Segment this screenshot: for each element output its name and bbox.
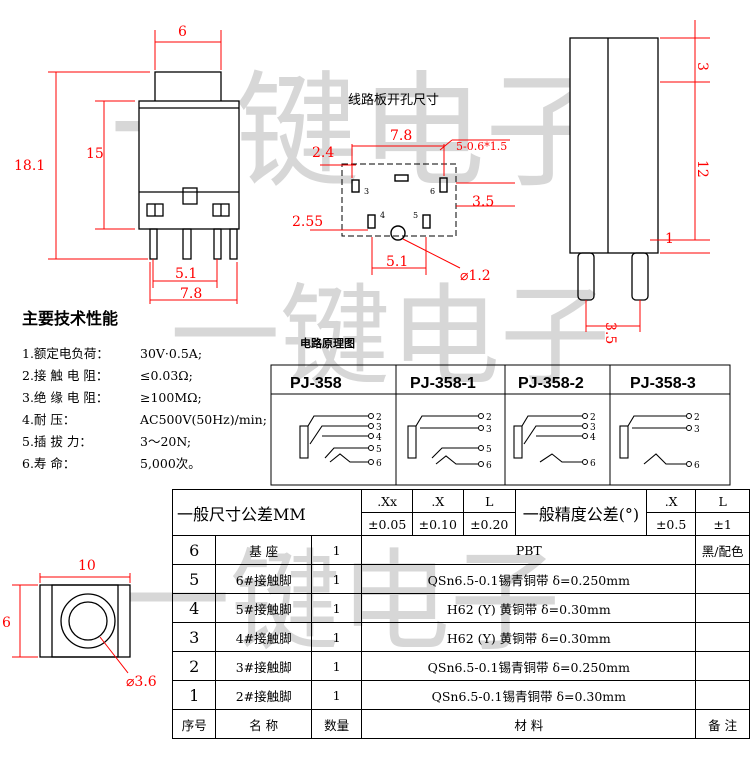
tolerance-col: .X (411, 489, 464, 513)
tolerance-value: ±0.5 (646, 512, 697, 536)
svg-text:3: 3 (486, 425, 492, 435)
model-pj358-2: PJ-358-2 (518, 375, 584, 392)
pcb-pin-4: 4 (380, 211, 385, 220)
pcb-pin-3: 3 (364, 187, 369, 196)
side-dim-width: 6 (178, 24, 187, 40)
tolerance-value: ±1 (695, 512, 750, 536)
table-row: 6 基 座 1 PBT 黑/配色 (171, 535, 750, 565)
table-header-row: 序号 名 称 数量 材 料 备 注 (171, 709, 750, 739)
bottom-view-drawing: 10 6 ⌀3.6 (2, 558, 157, 690)
side-dim-pitch-1: 5.1 (175, 266, 197, 282)
tolerance-col: .Xx (361, 489, 413, 513)
svg-text:5: 5 (486, 445, 492, 455)
tolerance-value: ±0.10 (411, 512, 464, 536)
svg-text:3: 3 (694, 425, 700, 435)
tolerance-col: L (695, 489, 750, 513)
pcb-dim-row: 3.5 (472, 194, 494, 210)
side-dim-pitch-2: 7.8 (180, 286, 202, 302)
pcb-dim-left: 2.4 (312, 145, 334, 161)
bom-table: 一般尺寸公差MM .Xx .X L 一般精度公差(°) .X L ±0.05 ±… (171, 489, 750, 739)
pcb-footprint-drawing: 线路板开孔尺寸 7.8 2.4 5-0.6*1.5 3.5 2.55 5.1 ⌀… (292, 92, 515, 284)
table-row: 2 3#接触脚 1 QSn6.5-0.1锡青铜带 δ=0.250mm (171, 651, 750, 681)
svg-text:5: 5 (376, 445, 382, 455)
schematic-panel: PJ-358 PJ-358-1 PJ-358-2 PJ-358-3 2 3 4 … (270, 364, 731, 486)
pcb-pin-5: 5 (413, 211, 418, 220)
tolerance-angle-label: 一般精度公差(°) (514, 489, 648, 536)
svg-text:3: 3 (590, 423, 596, 433)
side-dim-body-height: 15 (86, 146, 104, 162)
svg-text:6: 6 (376, 459, 382, 469)
svg-text:2: 2 (376, 413, 382, 423)
svg-text:6: 6 (694, 461, 700, 471)
table-row: 3 4#接触脚 1 H62 (Y) 黄铜带 δ=0.30mm (171, 622, 750, 652)
front-view-drawing: 3 12 1 3.5 (569, 20, 710, 344)
svg-text:2: 2 (590, 413, 596, 423)
front-dim-step: 1 (665, 231, 674, 247)
svg-text:6: 6 (486, 461, 492, 471)
pcb-dim-hole: ⌀1.2 (460, 268, 491, 284)
tolerance-col: .X (646, 489, 697, 513)
bottom-dim-hole: ⌀3.6 (126, 674, 157, 690)
svg-text:4: 4 (590, 433, 596, 443)
table-row: 1 2#接触脚 1 QSn6.5-0.1锡青铜带 δ=0.30mm (171, 680, 750, 710)
table-row: 5 6#接触脚 1 QSn6.5-0.1锡青铜带 δ=0.250mm (171, 564, 750, 594)
tolerance-col: L (462, 489, 516, 513)
bottom-dim-width: 10 (78, 558, 96, 574)
model-pj358: PJ-358 (290, 375, 342, 392)
schematic-title: 电路原理图 (300, 337, 355, 350)
side-view-drawing: 6 18.1 15 5.1 7.8 (14, 24, 240, 304)
specs-title: 主要技术性能 (22, 309, 119, 328)
pcb-dim-width: 7.8 (390, 128, 412, 144)
tolerance-value-row: ±0.05 ±0.10 ±0.20 ±0.5 ±1 (173, 512, 750, 536)
front-dim-top: 3 (694, 62, 710, 71)
tolerance-value: ±0.05 (361, 512, 413, 536)
bottom-dim-height: 6 (2, 615, 11, 631)
tolerance-dim-label: 一般尺寸公差MM (171, 489, 363, 536)
pcb-title: 线路板开孔尺寸 (348, 92, 439, 107)
model-pj358-1: PJ-358-1 (410, 375, 476, 392)
svg-text:2: 2 (694, 413, 700, 423)
spec-row: 5.插 拔 力：3～20N; (22, 434, 192, 449)
pcb-dim-offset: 2.55 (292, 214, 323, 230)
pcb-dim-slot: 5-0.6*1.5 (456, 140, 507, 153)
specs-panel: 主要技术性能 1.额定电负荷：30V·0.5A; 2.接 触 电 阻：≤0.03… (22, 305, 292, 475)
spec-row: 6.寿 命：5,000次。 (22, 456, 201, 471)
spec-row: 3.绝 缘 电 阻：≥100MΩ; (22, 390, 202, 405)
spec-row: 2.接 触 电 阻：≤0.03Ω; (22, 368, 193, 383)
table-row: 4 5#接触脚 1 H62 (Y) 黄铜带 δ=0.30mm (171, 593, 750, 623)
front-dim-pin: 3.5 (602, 322, 618, 344)
svg-text:3: 3 (376, 423, 382, 433)
svg-text:4: 4 (376, 433, 382, 443)
tolerance-header-row: 一般尺寸公差MM .Xx .X L 一般精度公差(°) .X L (171, 489, 750, 536)
spec-row: 1.额定电负荷：30V·0.5A; (22, 346, 203, 361)
front-dim-height: 12 (694, 160, 710, 178)
spec-row: 4.耐 压：AC500V(50Hz)/min; (22, 412, 267, 427)
model-pj358-3: PJ-358-3 (630, 375, 696, 392)
svg-text:一键电子: 一键电子 (170, 273, 610, 401)
svg-text:2: 2 (486, 413, 492, 423)
pcb-pin-6: 6 (430, 187, 435, 196)
tolerance-value: ±0.20 (462, 512, 516, 536)
svg-text:6: 6 (590, 459, 596, 469)
side-dim-total-height: 18.1 (14, 158, 45, 174)
pcb-dim-pitch: 5.1 (386, 254, 408, 270)
